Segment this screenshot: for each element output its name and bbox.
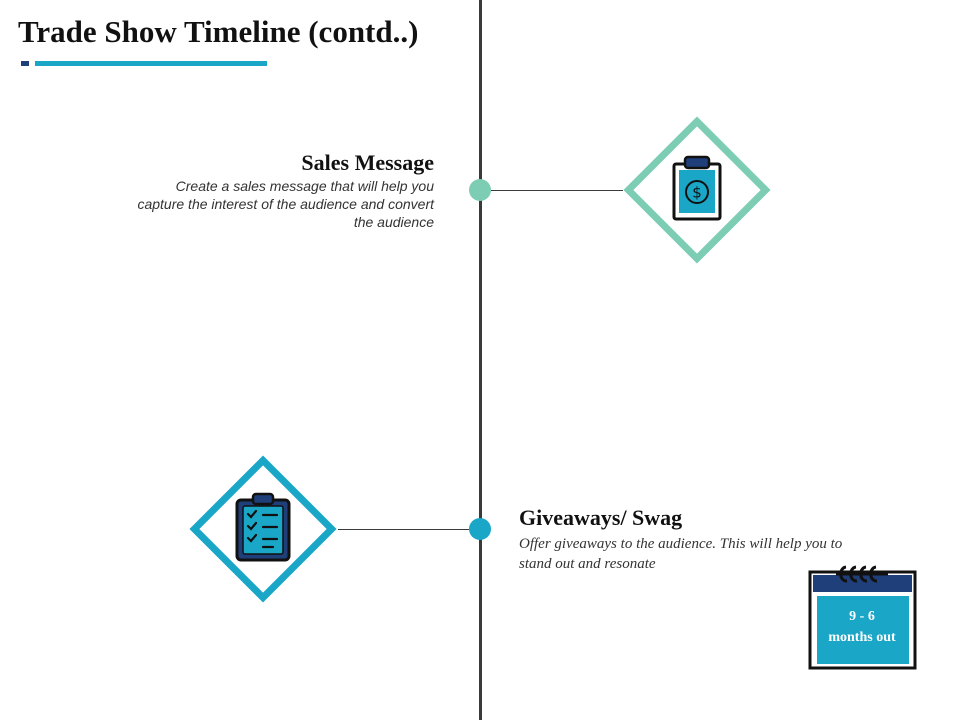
milestone-heading: Sales Message <box>301 150 434 175</box>
timeline-node <box>469 518 491 540</box>
timeline-connector <box>491 190 623 191</box>
milestone-heading: Giveaways/ Swag <box>519 505 683 530</box>
page-title: Trade Show Timeline (contd..) <box>18 14 419 49</box>
clipboard-dollar-icon: $ <box>667 155 727 225</box>
timeline-node <box>469 179 491 201</box>
milestone-description: Offer giveaways to the audience. This wi… <box>519 536 843 572</box>
milestone-description: Create a sales message that will help yo… <box>137 178 434 230</box>
title-underline-accent <box>21 61 29 66</box>
calendar-icon <box>808 563 918 671</box>
timeline-axis <box>479 0 482 720</box>
svg-text:$: $ <box>692 184 702 202</box>
timeline-connector <box>338 529 469 530</box>
title-underline <box>35 61 267 66</box>
clipboard-checklist-icon <box>233 492 293 562</box>
calendar-label: months out <box>828 630 896 645</box>
calendar-range: 9 - 6 <box>849 609 875 624</box>
